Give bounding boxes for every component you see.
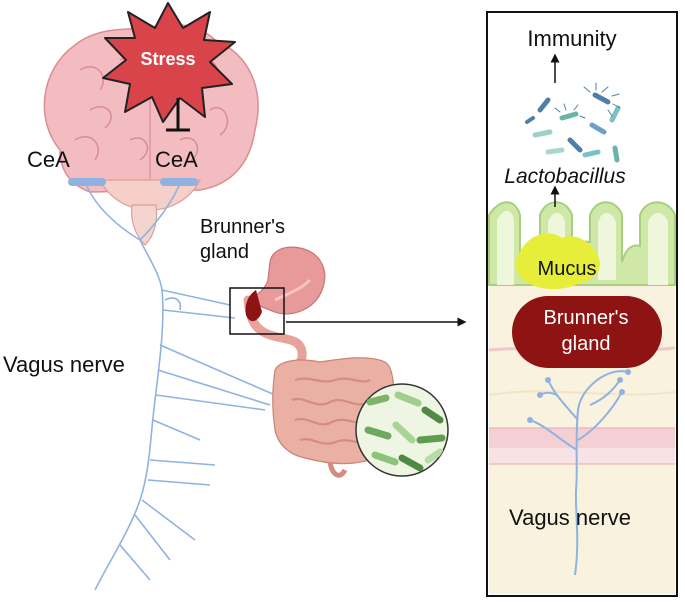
vagus-nerve-left-label: Vagus nerve <box>3 352 125 377</box>
inset-nerve-icon <box>529 370 629 576</box>
stomach-icon <box>243 246 326 373</box>
inset-panel: Immunity Lactobacillus Mucus Brunner's g… <box>486 11 678 597</box>
mucus-label: Mucus <box>538 258 597 280</box>
bacteria-icon <box>355 383 449 477</box>
inhibition-marker <box>166 98 190 132</box>
vagus-nerve-inset-label: Vagus nerve <box>509 505 631 530</box>
cea-right-marker <box>160 178 198 186</box>
immunity-label: Immunity <box>527 26 616 51</box>
vagus-nerve-icon <box>86 185 276 591</box>
brunners-gland-label-line1: Brunner's <box>200 216 285 238</box>
microbe-cluster-icon <box>525 82 621 163</box>
gland-inset-label-line1: Brunner's <box>544 307 629 329</box>
lactobacillus-label: Lactobacillus <box>504 165 626 188</box>
zoom-box <box>229 287 285 335</box>
cea-right-label: CeA <box>155 147 198 172</box>
cea-left-label: CeA <box>27 147 70 172</box>
gland-inset-label-line2: gland <box>562 333 611 355</box>
brunners-gland-label-line2: gland <box>200 241 249 263</box>
mucus-icon <box>515 233 601 290</box>
starburst-icon: Stress <box>102 2 236 123</box>
stress-label: Stress <box>140 49 195 69</box>
gland-icon <box>512 296 662 368</box>
cea-left-marker <box>68 178 106 186</box>
